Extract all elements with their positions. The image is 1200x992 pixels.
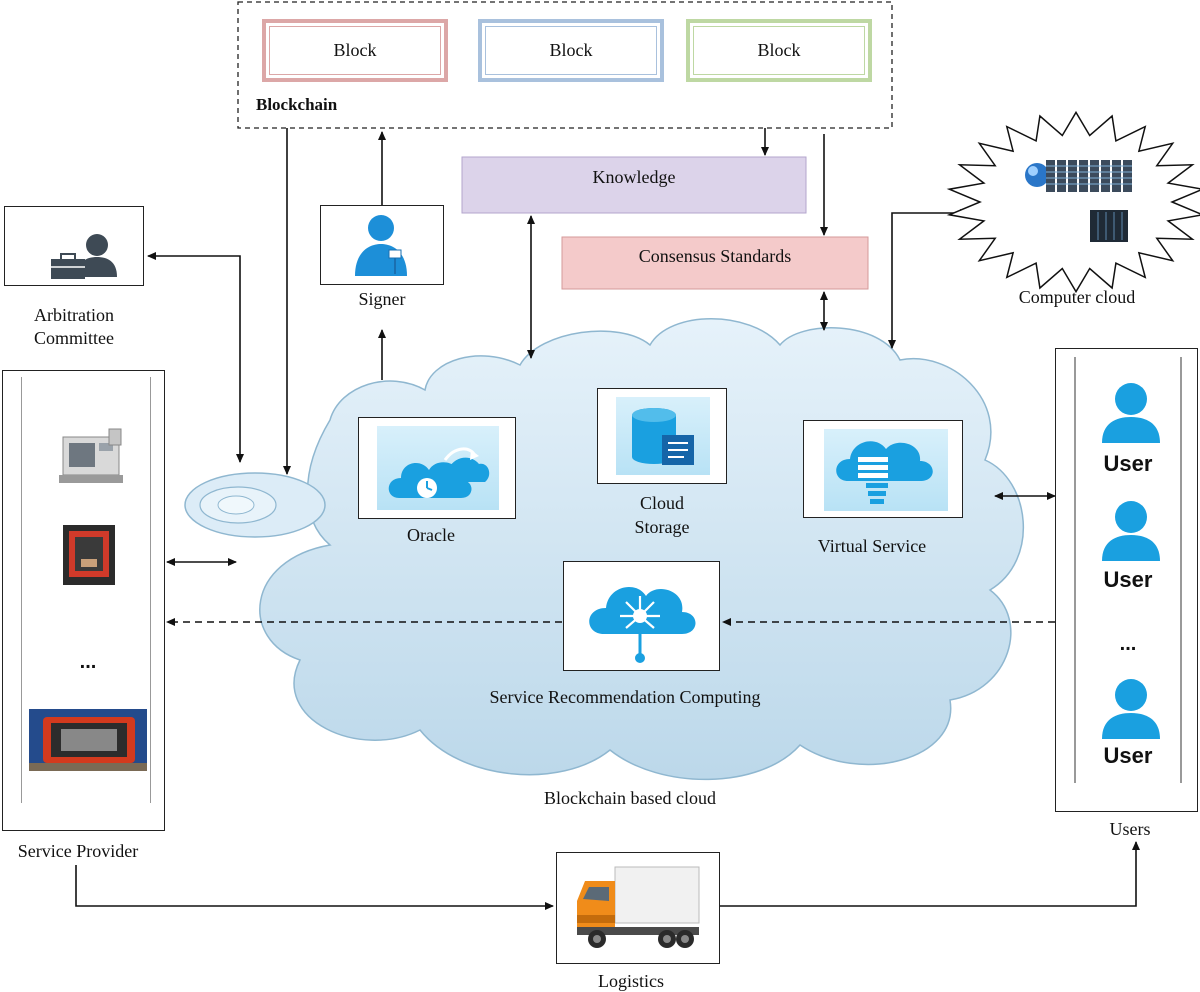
block-3-label: Block xyxy=(757,40,801,60)
user-label-3: User xyxy=(1103,743,1153,768)
user-label-1: User xyxy=(1103,451,1153,476)
virtual-service-box xyxy=(803,420,963,518)
arbitration-label-1: Arbitration xyxy=(34,305,114,325)
cloud-network-icon xyxy=(589,586,696,663)
users-box: User User ... User xyxy=(1055,348,1198,812)
block-1-label: Block xyxy=(333,40,377,60)
arbitration-label-2: Committee xyxy=(34,328,114,348)
consensus-bar-bg xyxy=(561,236,869,290)
oracle-box xyxy=(358,417,516,519)
block-2: Block xyxy=(478,19,664,82)
server-rack-icon xyxy=(1025,160,1132,242)
truck-icon xyxy=(577,866,700,948)
block-2-label: Block xyxy=(549,40,593,60)
storage-box xyxy=(597,388,727,484)
3d-printer-icon xyxy=(63,525,115,585)
blockchain-frame xyxy=(237,1,893,129)
cloud-clock-icon xyxy=(377,426,499,510)
consensus-label: Consensus Standards xyxy=(638,245,792,266)
service-provider-label: Service Provider xyxy=(17,841,139,861)
storage-label-2: Storage xyxy=(634,517,690,537)
user-label-2: User xyxy=(1103,567,1153,592)
users-label: Users xyxy=(1109,819,1151,839)
user-icon-3 xyxy=(1102,679,1160,739)
cnc-machine-icon xyxy=(59,428,123,483)
recommendation-label: Service Recommendation Computing xyxy=(489,687,761,707)
oracle-label: Oracle xyxy=(407,525,455,545)
recommendation-box xyxy=(563,561,720,671)
knowledge-label: Knowledge xyxy=(592,166,676,187)
signer-box xyxy=(320,205,444,285)
block-3: Block xyxy=(686,19,872,82)
signer-label: Signer xyxy=(358,289,406,309)
logistics-box xyxy=(556,852,720,964)
person-with-key-icon xyxy=(355,215,407,276)
cloud-server-icon xyxy=(824,429,948,511)
arrows xyxy=(75,128,1140,910)
database-document-icon xyxy=(616,397,710,475)
block-1: Block xyxy=(262,19,448,82)
person-with-briefcase-icon xyxy=(51,234,117,279)
computer-cloud-burst xyxy=(946,110,1200,294)
blockchain-title: Blockchain xyxy=(256,95,338,114)
large-printer-icon xyxy=(29,709,147,771)
consensus-bar: Consensus Standards xyxy=(562,237,868,275)
service-provider-ellipsis: ... xyxy=(79,651,97,673)
users-ellipsis: ... xyxy=(1119,633,1137,655)
virtual-service-label: Virtual Service xyxy=(817,536,927,556)
logistics-label: Logistics xyxy=(598,971,664,991)
knowledge-bar-bg xyxy=(461,156,807,214)
user-icon-1 xyxy=(1102,383,1160,443)
computer-cloud-label: Computer cloud xyxy=(1018,287,1136,307)
knowledge-bar: Knowledge xyxy=(462,157,806,197)
arbitration-box xyxy=(4,206,144,286)
storage-label-1: Cloud xyxy=(639,493,684,513)
blockchain-cloud-label: Blockchain based cloud xyxy=(544,788,716,808)
service-provider-box: ... xyxy=(2,370,165,831)
user-icon-2 xyxy=(1102,501,1160,561)
